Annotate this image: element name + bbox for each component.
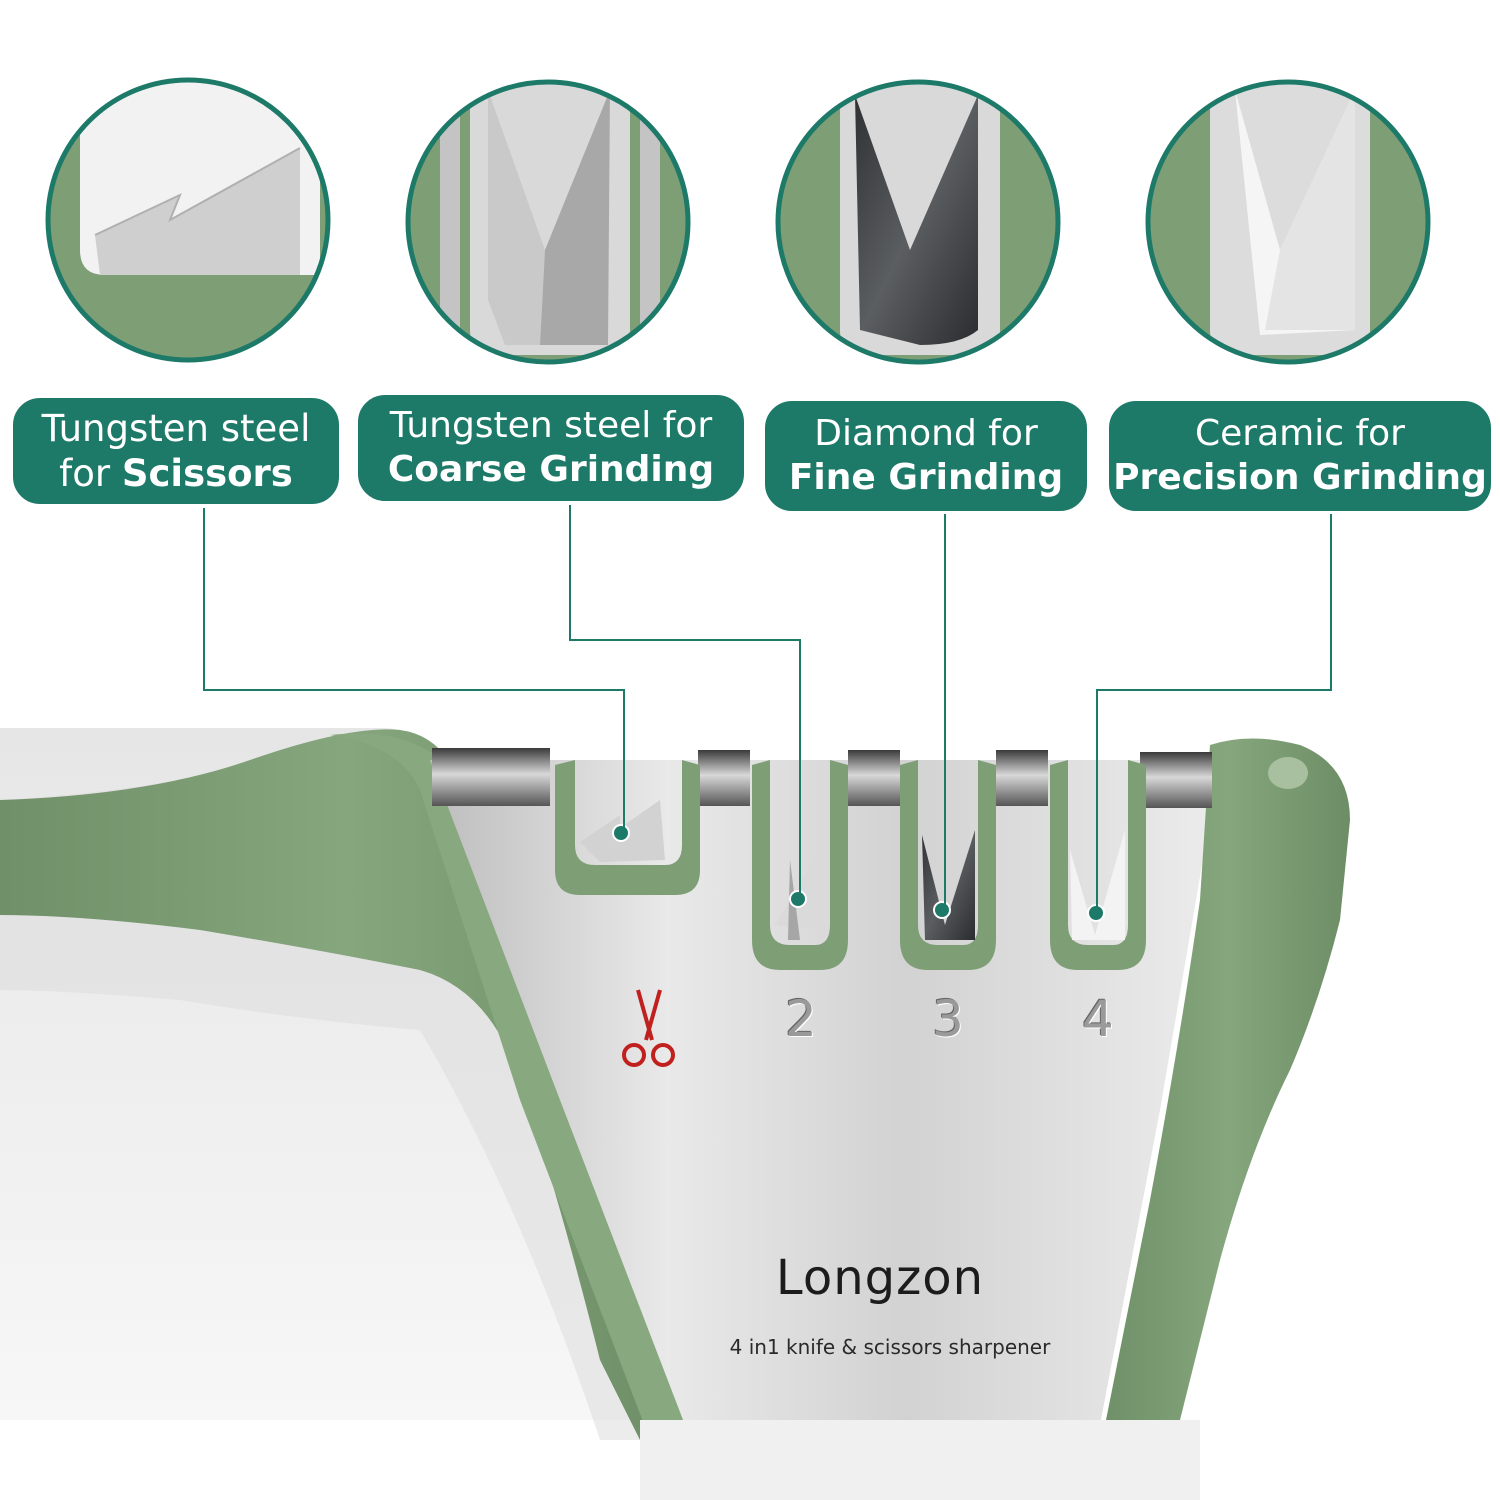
label-bold: Fine Grinding xyxy=(788,457,1064,498)
zoom-circle-fine xyxy=(775,79,1061,365)
label-coarse-grinding: Tungsten steel for Coarse Grinding xyxy=(355,392,747,504)
zoom-circle-scissors xyxy=(45,77,331,363)
label-bold: Scissors xyxy=(121,452,293,495)
brand-logo: Longzon xyxy=(775,1250,985,1306)
label-line1: Ceramic for xyxy=(1195,413,1405,455)
product-tagline: 4 in1 knife & scissors sharpener xyxy=(729,1335,1051,1359)
sharpener-body xyxy=(0,728,1350,1500)
label-line1: Tungsten steel for xyxy=(389,405,713,447)
label-fine-grinding: Diamond for Fine Grinding xyxy=(762,398,1090,514)
slot-number-4: 4 xyxy=(1082,990,1114,1048)
label-line1: Diamond for xyxy=(814,413,1038,455)
zoom-circle-coarse xyxy=(405,79,691,365)
zoom-circle-precision xyxy=(1145,79,1431,365)
scissors-icon xyxy=(622,989,675,1067)
label-scissors: Tungsten steel for Scissors xyxy=(10,395,342,507)
label-precision-grinding: Ceramic for Precision Grinding xyxy=(1106,398,1494,514)
slot-number-2: 2 xyxy=(785,990,817,1048)
label-line1: Tungsten steel xyxy=(41,406,311,450)
label-bold: Coarse Grinding xyxy=(387,449,715,490)
slot-number-3: 3 xyxy=(932,990,964,1048)
label-prefix: for xyxy=(59,452,122,495)
callout-lines xyxy=(203,505,1332,913)
label-bold: Precision Grinding xyxy=(1113,457,1487,498)
